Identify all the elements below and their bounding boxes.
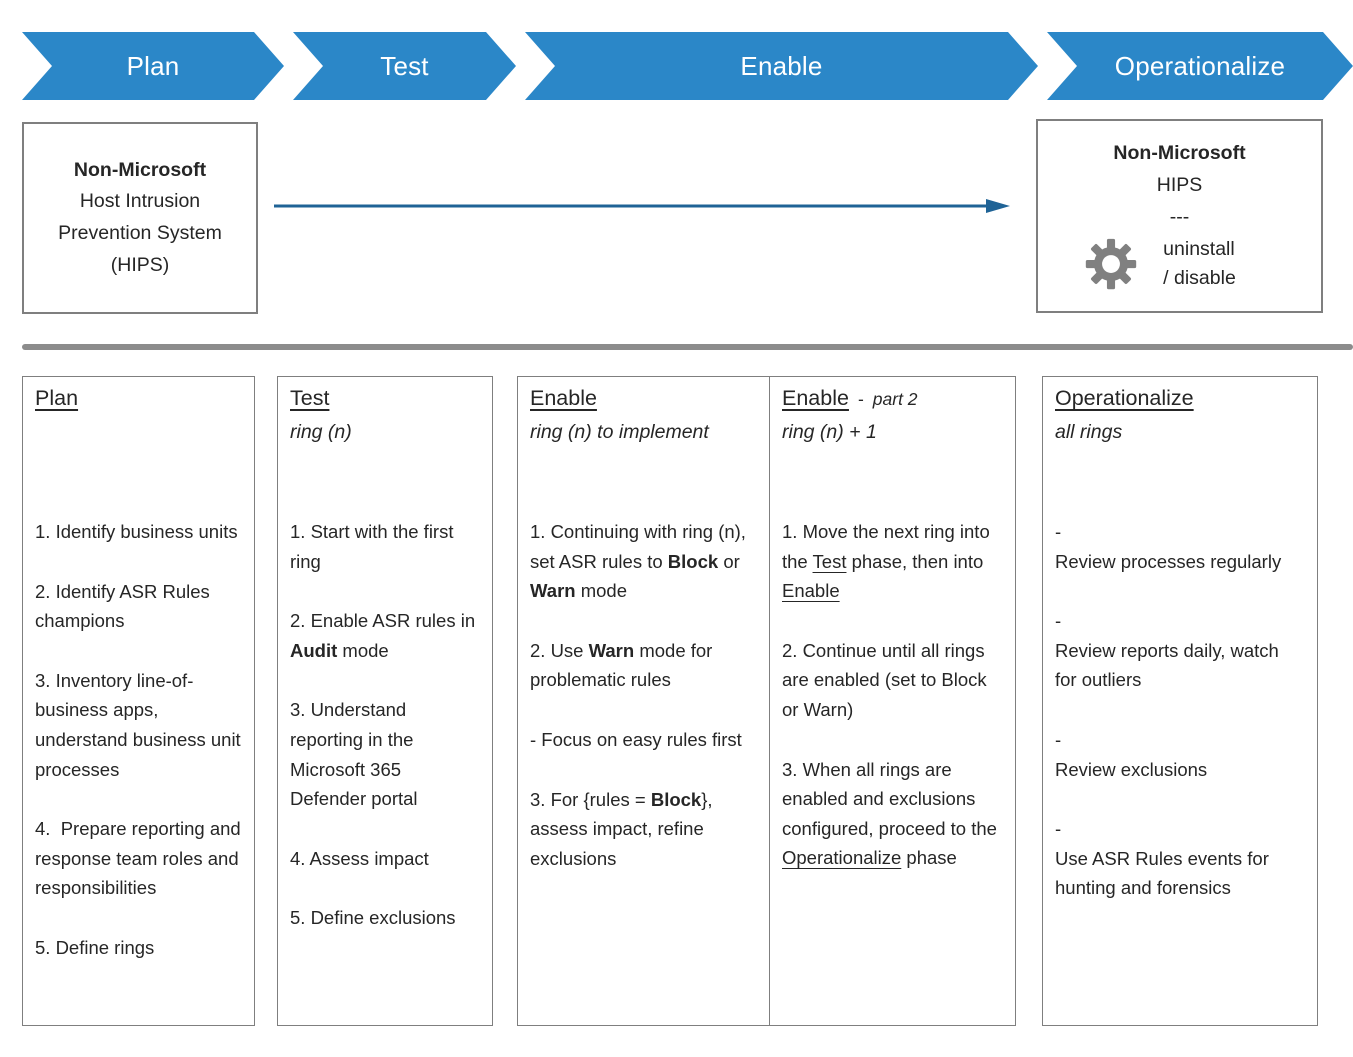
- column-subtitle: ring (n) + 1: [782, 420, 877, 443]
- phase-step: 2. Enable ASR rules in Audit mode: [290, 610, 481, 661]
- column-title: Test: [290, 386, 330, 410]
- hips-before-box: Non-Microsoft Host Intrusion Prevention …: [22, 122, 258, 314]
- chevron-operationalize-label: Operationalize: [1114, 50, 1286, 81]
- column-title: Plan: [35, 386, 79, 410]
- chevron-enable: Enable: [525, 32, 1038, 100]
- phase-step: - Use ASR Rules events for hunting and f…: [1055, 818, 1269, 899]
- column-title: Operationalize: [1055, 386, 1194, 410]
- column-steps: 1. Start with the first ring 2. Enable AS…: [290, 517, 480, 933]
- chevron-plan-label: Plan: [126, 50, 180, 81]
- hips-after-line: Non-Microsoft: [1113, 142, 1246, 165]
- chevron-enable-label: Enable: [740, 50, 823, 81]
- hips-after-line: ---: [1169, 205, 1190, 228]
- phase-column-enable: Enable ring (n) to implement 1. Continui…: [517, 376, 770, 1026]
- hips-action-line: uninstall: [1163, 238, 1235, 261]
- phase-step: 5. Define rings: [35, 936, 155, 958]
- column-title: Enable: [530, 386, 597, 410]
- phase-step: 4. Prepare reporting and response team r…: [35, 818, 246, 899]
- hips-before-line: Prevention System: [58, 222, 222, 244]
- column-steps: 1. Identify business units 2. Identify AS…: [35, 517, 242, 963]
- column-header: Test ring (n): [290, 385, 480, 517]
- phase-step: - Focus on easy rules first: [530, 728, 742, 750]
- phase-step: 2. Continue until all rings are enabled …: [782, 639, 992, 720]
- phase-step: 3. For {rules = Block}, assess impact, r…: [530, 788, 718, 869]
- phase-step: 3. Understand reporting in the Microsoft…: [290, 699, 419, 810]
- phase-step: - Review exclusions: [1055, 728, 1208, 780]
- phase-step: 1. Move the next ring into the Test phas…: [782, 521, 995, 602]
- section-divider: [22, 344, 1353, 350]
- phase-step: 1. Start with the first ring: [290, 521, 459, 572]
- hips-before-line: (HIPS): [110, 253, 170, 276]
- hips-uninstall-text: uninstall / disable: [1163, 235, 1236, 294]
- column-title: Enable-part 2: [782, 386, 918, 410]
- chevron-plan: Plan: [22, 32, 284, 100]
- phase-step: 1. Continuing with ring (n), set ASR rul…: [530, 521, 752, 602]
- phase-step: 2. Identify ASR Rules champions: [35, 580, 215, 632]
- hips-before-line: Non-Microsoft: [73, 158, 207, 181]
- chevron-test: Test: [293, 32, 516, 100]
- column-subtitle: ring (n) to implement: [530, 420, 709, 443]
- phase-step: 4. Assess impact: [290, 847, 429, 869]
- phase-step: 3. Inventory line-of-business apps, unde…: [35, 669, 246, 780]
- column-subtitle: all rings: [1055, 420, 1123, 443]
- hips-action-line: / disable: [1163, 267, 1236, 290]
- phase-step: 1. Identify business units: [35, 521, 238, 542]
- column-header: Plan: [35, 385, 242, 517]
- phase-step: 3. When all rings are enabled and exclus…: [782, 758, 1003, 869]
- column-steps: - Review processes regularly - Review rep…: [1055, 517, 1305, 903]
- chevron-operationalize: Operationalize: [1047, 32, 1353, 100]
- column-header: Operationalize all rings: [1055, 385, 1305, 517]
- phase-step: - Review reports daily, watch for outlie…: [1055, 610, 1279, 691]
- phase-chevron-bar: Plan Test Enable Operationalize: [22, 32, 1353, 100]
- column-header: Enable ring (n) to implement: [530, 385, 757, 517]
- column-steps: 1. Move the next ring into the Test phas…: [782, 517, 1003, 873]
- column-steps: 1. Continuing with ring (n), set ASR rul…: [530, 517, 757, 873]
- transition-arrow: [274, 199, 1010, 213]
- phase-step: - Review processes regularly: [1055, 521, 1282, 572]
- phase-column-enable-part2: Enable-part 2 ring (n) + 1 1. Move the n…: [770, 376, 1016, 1026]
- phase-step: 5. Define exclusions: [290, 907, 456, 929]
- gear-icon: [1085, 239, 1137, 290]
- phase-column-test: Test ring (n) 1. Start with the first ri…: [277, 376, 493, 1026]
- hips-after-line: HIPS: [1156, 173, 1203, 196]
- phase-column-operationalize: Operationalize all rings - Review proces…: [1042, 376, 1318, 1026]
- chevron-test-label: Test: [380, 50, 429, 81]
- hips-before-line: Host Intrusion: [79, 190, 201, 213]
- column-header: Enable-part 2 ring (n) + 1: [782, 385, 1003, 517]
- phase-step: 2. Use Warn mode for problematic rules: [530, 639, 718, 691]
- column-subtitle: ring (n): [290, 420, 352, 443]
- hips-after-box: Non-Microsoft HIPS --- uninstall: [1036, 119, 1323, 313]
- hips-uninstall-row: uninstall / disable: [1085, 235, 1236, 294]
- phase-column-plan: Plan 1. Identify business units 2. Identi…: [22, 376, 255, 1026]
